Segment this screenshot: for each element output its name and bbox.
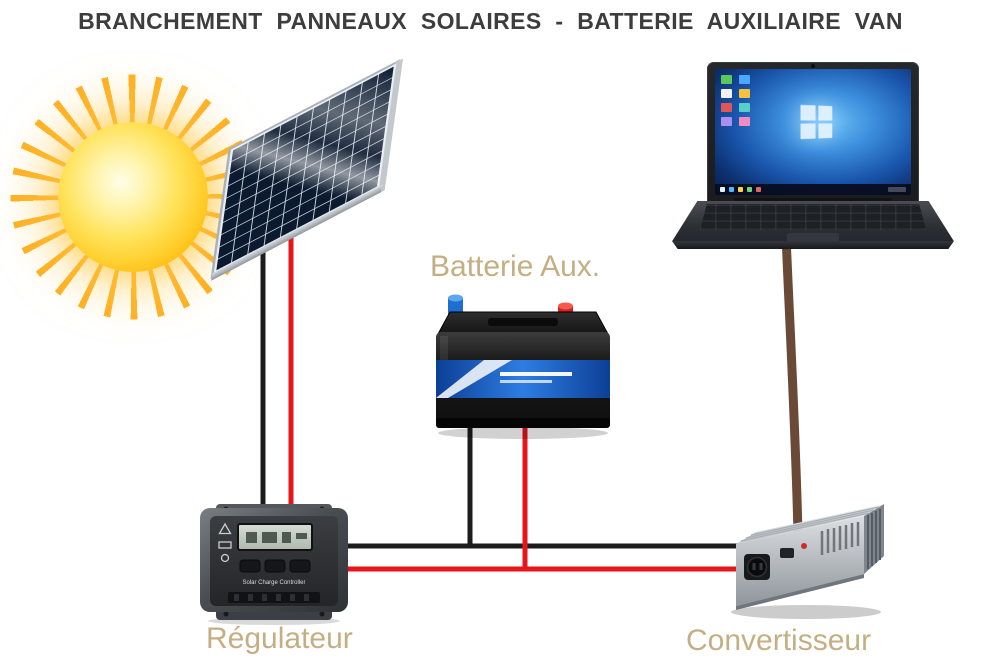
- power-inverter: [731, 504, 884, 619]
- lcd-digits: [246, 532, 307, 543]
- terminal-slots: [234, 594, 309, 601]
- desktop-icon: [721, 75, 732, 84]
- inverter-shadow: [731, 605, 881, 619]
- battery-band-swoosh: [436, 360, 512, 398]
- laptop-screen-bezel: [707, 62, 919, 204]
- desktop-icon: [739, 75, 750, 84]
- desktop-icon: [721, 89, 732, 98]
- inverter-side-fins: [867, 509, 881, 569]
- power-led-icon: [801, 543, 807, 549]
- regulator-caption: Solar Charge Controller: [242, 580, 305, 586]
- button-right[interactable]: [289, 559, 311, 573]
- diagram-title: BRANCHEMENT PANNEAUX SOLAIRES - BATTERIE…: [78, 8, 903, 34]
- laptop-screen: [715, 69, 911, 195]
- regulator-side-icons: [218, 522, 232, 563]
- screw-hole-icon: [319, 611, 325, 617]
- battery-shadow: [438, 427, 608, 439]
- solar-panel: [210, 58, 404, 281]
- battery-terminal-negative: [448, 294, 463, 314]
- button-middle[interactable]: [264, 559, 286, 573]
- windows-logo-icon: [800, 104, 833, 140]
- battery-band-textline: [500, 372, 572, 376]
- battery-handle: [488, 318, 558, 326]
- inverter-top-ridges: [740, 506, 880, 542]
- solar-panel-tilted: [210, 58, 404, 281]
- auxiliary-battery: [436, 294, 610, 439]
- battery-label: Batterie Aux.: [430, 250, 601, 283]
- laptop-keyboard: [700, 204, 926, 230]
- screw-hole-icon: [223, 611, 229, 617]
- laptop-touchpad: [787, 233, 839, 242]
- desktop-icon: [721, 117, 732, 126]
- regulator-label: Régulateur: [206, 622, 353, 655]
- inverter-front-bottom-edge: [736, 574, 864, 610]
- panel-shine: [215, 65, 396, 272]
- webcam-icon: [811, 64, 815, 68]
- battery-band-textline: [500, 380, 552, 383]
- taskbar-icon: [729, 187, 734, 192]
- lamp-icon: [220, 553, 230, 563]
- laptop-front-edge: [672, 241, 954, 249]
- taskbar-icon: [747, 187, 752, 192]
- taskbar-icon: [738, 187, 743, 192]
- inverter-label: Convertisseur: [686, 624, 872, 657]
- start-icon: [720, 187, 725, 192]
- regulator-buttons[interactable]: [239, 559, 311, 573]
- battery-base-strip: [436, 418, 610, 428]
- desktop-icon: [739, 117, 750, 126]
- inverter-outlet-socket[interactable]: [744, 554, 770, 580]
- desktop-icons: [721, 75, 750, 126]
- cord-brown-laptop-to-inverter: [781, 231, 803, 541]
- system-tray: [888, 187, 906, 192]
- button-left[interactable]: [239, 559, 261, 573]
- panel-frame-bottom: [211, 184, 382, 281]
- desktop-icon: [739, 103, 750, 112]
- taskbar-icon: [756, 187, 761, 192]
- taskbar: [715, 184, 911, 195]
- panel-frame-right: [377, 58, 404, 195]
- desktop-icon: [739, 89, 750, 98]
- desktop-icon: [721, 103, 732, 112]
- solar-charge-controller: Solar Charge Controller: [200, 504, 348, 625]
- warning-icon: [218, 522, 232, 535]
- battery-icon: [218, 541, 232, 549]
- sun: [8, 72, 258, 322]
- inverter-vents: [820, 522, 860, 555]
- laptop: [672, 62, 954, 254]
- inverter-front-face: [736, 516, 864, 606]
- inverter-power-switch[interactable]: [780, 548, 794, 558]
- sun-core: [58, 122, 208, 272]
- laptop-base: [672, 201, 954, 242]
